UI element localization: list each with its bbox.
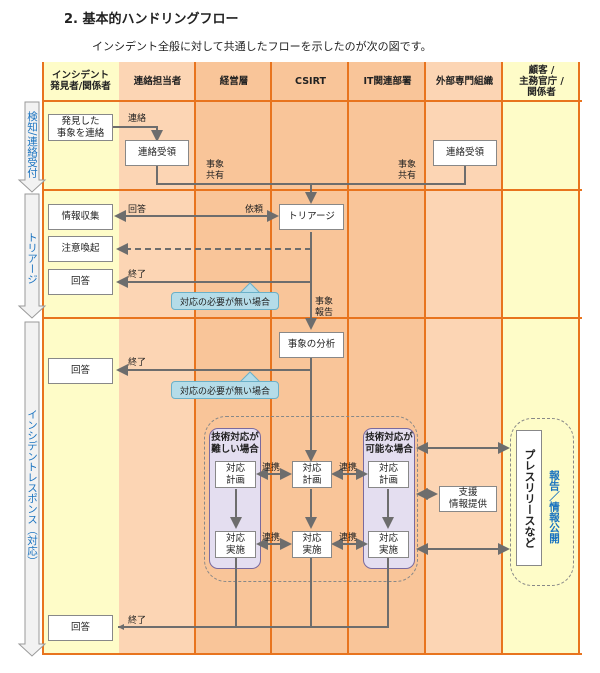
box-plan-left: 対応 計画: [215, 461, 256, 488]
row-divider: [42, 100, 582, 102]
box-exec-left: 対応 実施: [215, 531, 256, 558]
intro-text: インシデント全般に対して共通したフローを示したのが次の図です。: [92, 40, 432, 53]
box-press-release: プレスリリースなど: [516, 430, 542, 566]
label-coop-4: 連携: [339, 533, 358, 543]
label-end-1: 終了: [128, 270, 147, 280]
box-alert: 注意喚起: [48, 236, 113, 262]
phase-label-triage: トリアージ: [26, 231, 38, 285]
box-answer-2: 回答: [48, 358, 113, 384]
row-divider: [42, 653, 582, 655]
row-divider: [42, 317, 582, 319]
lane-header-0: インシデント 発見者/関係者: [50, 70, 111, 92]
callout-no-need-1: 対応の必要が無い場合: [171, 292, 279, 310]
callout-no-need-2: 対応の必要が無い場合: [171, 381, 279, 399]
tech-possible-label: 技術対応が 可能な場合: [365, 432, 413, 455]
box-answer-1: 回答: [48, 269, 113, 295]
label-end-2: 終了: [128, 358, 147, 368]
label-coop-2: 連携: [339, 463, 358, 473]
lane-header-5: 外部専門組織: [435, 75, 493, 87]
label-share-1: 事象 共有: [206, 160, 225, 181]
box-receive-contact-2: 連絡受領: [433, 140, 497, 166]
label-coop-1: 連携: [262, 463, 281, 473]
box-triage: トリアージ: [279, 204, 344, 230]
label-end-3: 終了: [128, 616, 147, 626]
lane-header-3: CSIRT: [295, 75, 326, 87]
phase-label-detection: 検知/連絡受付: [26, 110, 38, 178]
label-reply: 回答: [128, 205, 147, 215]
box-event-analysis: 事象の分析: [279, 332, 344, 358]
box-report-event: 発見した 事象を連絡: [48, 114, 113, 141]
box-plan-center: 対応 計画: [292, 461, 332, 488]
publish-group-dashed: [510, 418, 574, 586]
tech-hard-label: 技術対応が 難しい場合: [211, 432, 259, 455]
label-coop-3: 連携: [262, 533, 281, 543]
lane-header-1: 連絡担当者: [133, 75, 182, 87]
box-receive-contact-1: 連絡受領: [125, 140, 189, 166]
box-answer-3: 回答: [48, 615, 113, 641]
lane-header-6: 顧客 / 主務官庁 / 関係者: [519, 64, 564, 98]
row-divider: [42, 189, 582, 191]
lane-header-4: IT関連部署: [363, 75, 412, 87]
box-support: 支援 情報提供: [439, 486, 497, 512]
label-share-2: 事象 共有: [398, 160, 417, 181]
box-plan-right: 対応 計画: [368, 461, 409, 488]
phase-label-response: インシデントレスポンス（対応）: [26, 409, 38, 567]
box-exec-right: 対応 実施: [368, 531, 409, 558]
label-request: 依頼: [245, 205, 264, 215]
lane-header-2: 経営層: [219, 75, 249, 87]
box-exec-center: 対応 実施: [292, 531, 332, 558]
box-info-collect: 情報収集: [48, 204, 113, 230]
section-heading: 2. 基本的ハンドリングフロー: [64, 12, 239, 27]
publish-label: 報告／情報公開: [548, 470, 560, 544]
label-report: 事象 報告: [315, 297, 334, 318]
label-contact: 連絡: [128, 114, 147, 124]
